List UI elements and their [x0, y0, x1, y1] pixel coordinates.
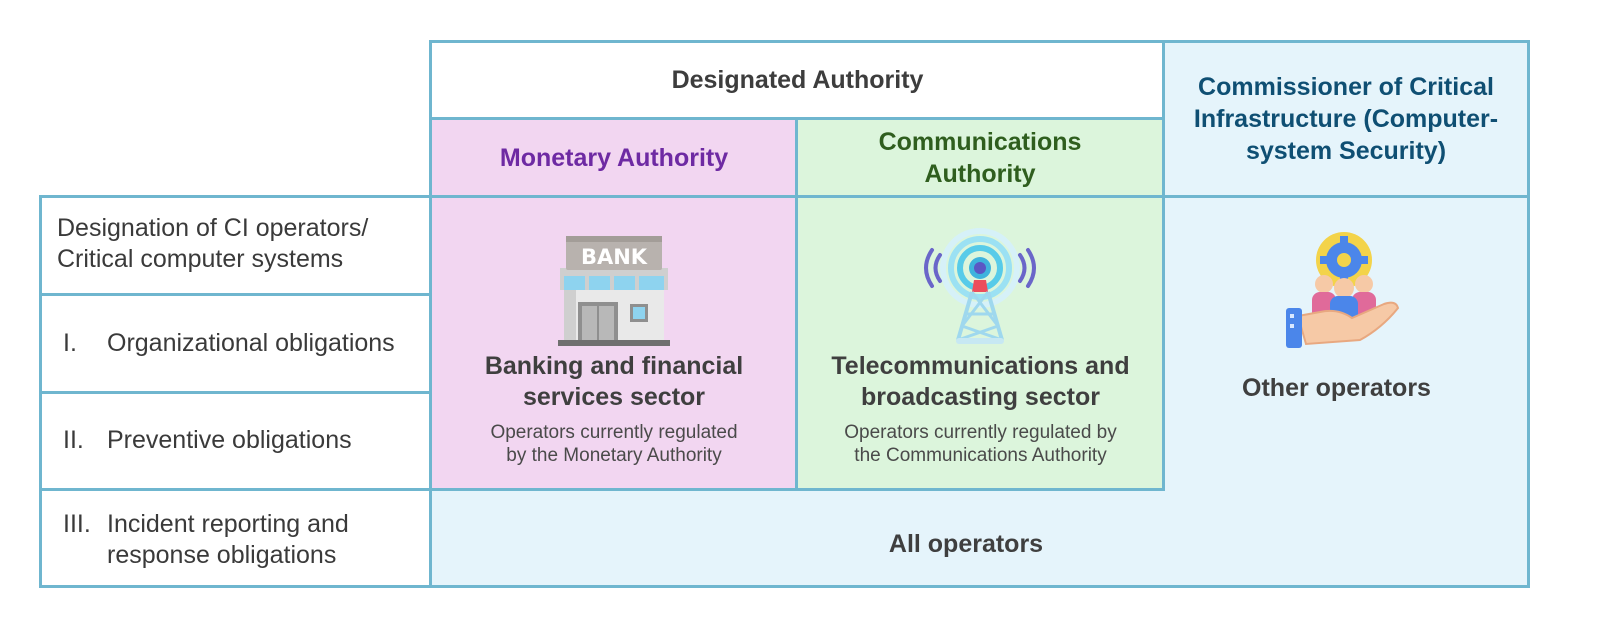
grid-line	[429, 40, 1530, 43]
row-preventive-obligations: II. Preventive obligations	[41, 394, 429, 488]
bank-building-icon: BANK	[558, 236, 670, 346]
hand-people-gear-icon	[1286, 232, 1400, 348]
monetary-authority-header: Monetary Authority	[499, 144, 729, 172]
grid-line	[39, 391, 432, 394]
banking-sector-note: Operators currently regulated by the Mon…	[490, 422, 738, 466]
bank-sign-text: BANK	[581, 245, 648, 269]
designated-authority-header-cell	[431, 41, 1164, 119]
banking-sector-title: Banking and financial services sector	[484, 352, 744, 411]
grid-line	[1527, 40, 1530, 588]
broadcast-tower-icon	[924, 228, 1036, 344]
commissioner-header: Commissioner of Critical Infrastructure …	[1193, 72, 1499, 165]
grid-line	[795, 117, 798, 491]
all-operators-label: All operators	[888, 529, 1044, 558]
row-label: Organizational obligations	[107, 329, 395, 357]
row-numeral: I.	[63, 329, 77, 357]
telecom-sector-title: Telecommunications and broadcasting sect…	[831, 352, 1130, 411]
other-operators-title: Other operators	[1242, 373, 1431, 402]
telecom-sector-note: Operators currently regulated by the Com…	[844, 422, 1117, 466]
banking-sector-cell: Banking and financial services sector Op…	[431, 351, 797, 476]
grid-line	[1162, 40, 1165, 491]
row-label-designation: Designation of CI operators/ Critical co…	[57, 214, 369, 273]
row-label: Preventive obligations	[107, 426, 352, 454]
grid-line	[39, 585, 1530, 588]
row-organizational-obligations: I. Organizational obligations	[41, 296, 429, 391]
row-incident-obligations: III. Incident reporting and response obl…	[41, 491, 429, 585]
grid-line	[39, 488, 1165, 491]
row-label: Incident reporting and response obligati…	[107, 510, 349, 569]
row-numeral: II.	[63, 426, 84, 454]
communications-authority-header: Communications Authority	[878, 128, 1082, 188]
grid-line	[429, 40, 432, 588]
designated-authority-header: Designated Authority	[671, 65, 924, 94]
grid-line	[39, 195, 1530, 198]
grid-line	[39, 293, 432, 296]
all-operators-cell	[431, 490, 1529, 587]
telecom-sector-cell: Telecommunications and broadcasting sect…	[797, 351, 1164, 476]
row-numeral: III.	[63, 510, 91, 538]
